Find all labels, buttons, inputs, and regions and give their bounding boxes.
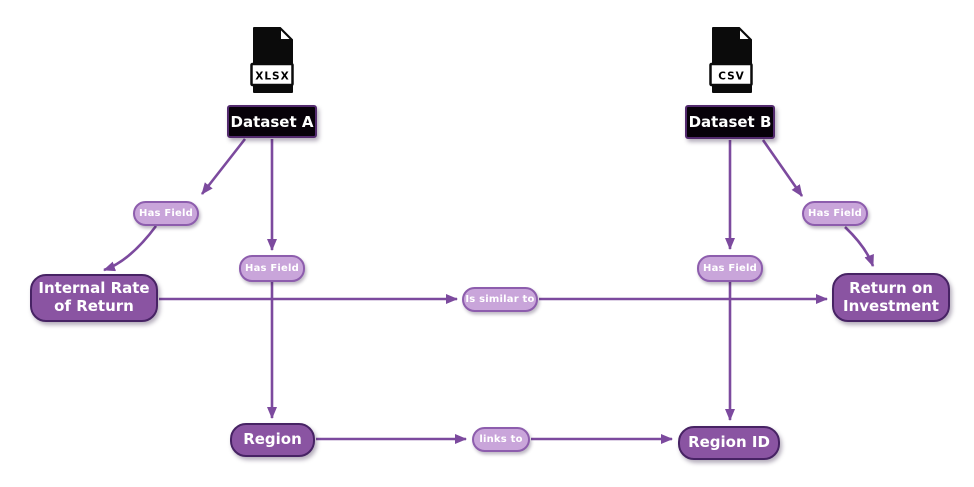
- dataset-b-node[interactable]: Dataset B: [685, 105, 775, 139]
- field-label: Internal Rate of Return: [38, 279, 150, 315]
- field-label: Region: [243, 430, 302, 449]
- field-node-region-id[interactable]: Region ID: [678, 426, 780, 460]
- relation-label: Has Field: [245, 263, 299, 274]
- relation-label: Has Field: [808, 208, 862, 219]
- relation-pill-links-to[interactable]: links to: [472, 427, 530, 452]
- xlsx-file-icon: XLSX: [250, 27, 294, 93]
- dataset-a-label: Dataset A: [230, 112, 314, 131]
- relation-label: links to: [479, 434, 523, 445]
- relation-pill-has-field-a-region[interactable]: Has Field: [239, 255, 305, 282]
- field-node-region[interactable]: Region: [230, 423, 315, 457]
- field-label: Region ID: [688, 433, 770, 452]
- relation-pill-is-similar-to[interactable]: Is similar to: [462, 287, 538, 312]
- edge-has-field-to-irr: [103, 225, 158, 272]
- relation-pill-has-field-b-region-id[interactable]: Has Field: [697, 255, 763, 282]
- csv-file-icon: CSV: [709, 27, 753, 93]
- relation-label: Has Field: [703, 263, 757, 274]
- dataset-a-node[interactable]: Dataset A: [227, 105, 317, 138]
- relation-pill-has-field-a-irr[interactable]: Has Field: [133, 201, 199, 226]
- field-label: Return on Investment: [843, 278, 939, 315]
- edge-dataset-b-to-has-field-roi: [761, 139, 804, 197]
- field-node-return-on-investment[interactable]: Return on Investment: [832, 273, 950, 322]
- relation-pill-has-field-b-roi[interactable]: Has Field: [802, 201, 868, 226]
- csv-file-label: CSV: [718, 71, 745, 83]
- field-node-internal-rate-of-return[interactable]: Internal Rate of Return: [30, 274, 158, 322]
- dataset-b-label: Dataset B: [688, 113, 772, 131]
- edge-dataset-a-to-has-field-irr: [200, 138, 247, 195]
- relation-label: Is similar to: [465, 294, 535, 305]
- edge-has-field-to-roi: [844, 226, 875, 267]
- xlsx-file-label: XLSX: [255, 71, 289, 83]
- relation-label: Has Field: [139, 208, 193, 219]
